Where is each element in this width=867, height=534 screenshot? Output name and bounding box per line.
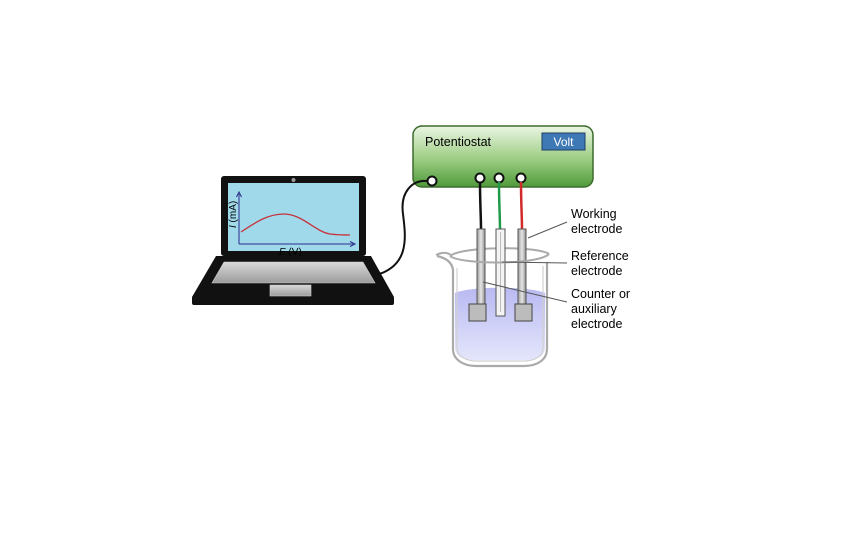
counter-wire [519, 181, 524, 231]
working-wire [478, 181, 483, 231]
y-axis-arrow [236, 190, 242, 198]
counter-rod [517, 228, 527, 306]
laptop-base-front [192, 296, 394, 305]
x-axis-arrow [349, 241, 357, 247]
usb-cable [371, 179, 428, 277]
counter-label-line3: electrode [571, 317, 622, 331]
reference-electrode [495, 181, 506, 317]
volt-label: Volt [553, 135, 574, 149]
counter-electrode-label: Counter or auxiliary electrode [571, 287, 630, 331]
beaker-glass [436, 254, 549, 368]
beaker-rim-front [449, 253, 550, 264]
potentiostat-title: Potentiostat [425, 135, 492, 149]
webcam [291, 178, 296, 182]
keyboard [211, 261, 376, 284]
reference-label-line2: electrode [571, 264, 622, 278]
usb-port [426, 175, 438, 187]
reference-leader [501, 261, 568, 264]
counter-leader [482, 281, 568, 303]
beaker-glass-inner [456, 266, 544, 362]
touchpad [269, 284, 312, 297]
y-axis-label: I (mA) [228, 201, 239, 228]
volt-display [541, 132, 586, 151]
reference-electrode-label: Reference electrode [571, 249, 629, 278]
laptop: I (mA) E (V) [192, 176, 394, 305]
counter-plate [514, 303, 533, 322]
working-leader [527, 221, 568, 239]
working-label-line2: electrode [571, 222, 622, 236]
counter-label-line1: Counter or [571, 287, 630, 301]
working-plate [468, 303, 487, 322]
counter-port [515, 172, 527, 184]
working-port [474, 172, 486, 184]
reference-wire [497, 181, 502, 231]
counter-label-line2: auxiliary [571, 302, 618, 316]
working-label-line1: Working [571, 207, 617, 221]
reference-port [493, 172, 505, 184]
laptop-screen [228, 183, 359, 251]
pour-spout [435, 251, 453, 257]
reference-label-line1: Reference [571, 249, 629, 263]
working-electrode-label: Working electrode [571, 207, 622, 236]
working-electrode [468, 181, 487, 322]
potentiostat: Potentiostat Volt [412, 125, 594, 188]
x-axis-label: E (V) [279, 247, 302, 258]
current-voltage-curve [240, 213, 351, 236]
counter-electrode [514, 181, 533, 322]
working-rod [476, 228, 486, 306]
